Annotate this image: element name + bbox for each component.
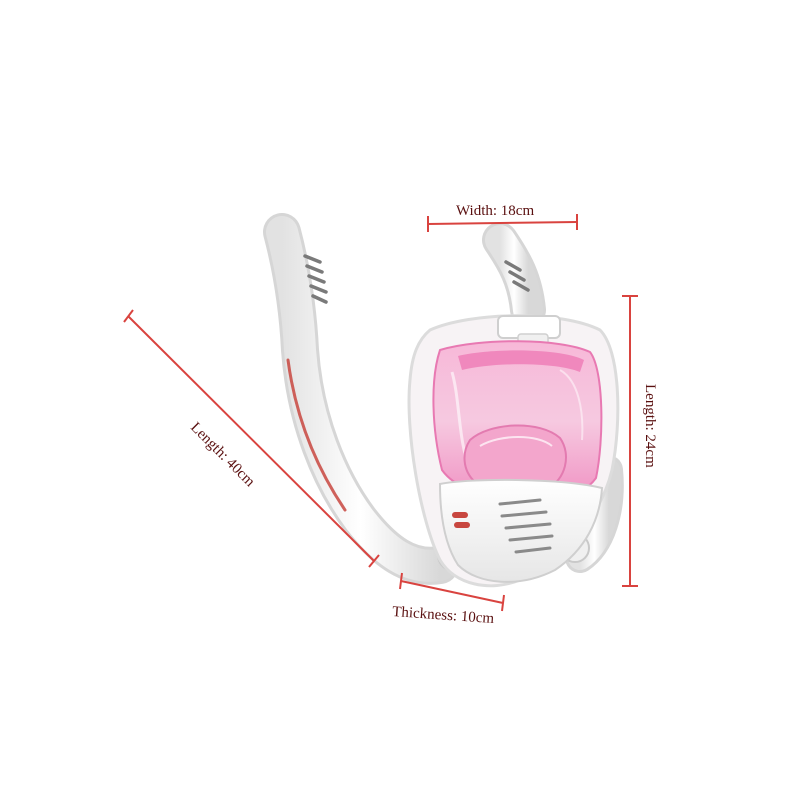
drain-valve-icon	[452, 512, 470, 528]
thickness-dimension-line	[399, 572, 505, 612]
chin-vent-icon	[498, 498, 554, 554]
right-tube-vent-icon	[504, 260, 530, 292]
tube-length-label: Length: 40cm	[187, 420, 258, 491]
tube-length-dimension-line	[123, 309, 380, 568]
width-dimension-line	[427, 214, 578, 232]
thickness-label: Thickness: 10cm	[392, 604, 495, 627]
mask-length-dimension-line	[622, 295, 638, 587]
chin-guard	[438, 478, 604, 583]
width-label: Width: 18cm	[456, 203, 534, 219]
mask-length-label: Length: 24cm	[642, 384, 658, 468]
left-tube-vent-icon	[303, 254, 328, 304]
